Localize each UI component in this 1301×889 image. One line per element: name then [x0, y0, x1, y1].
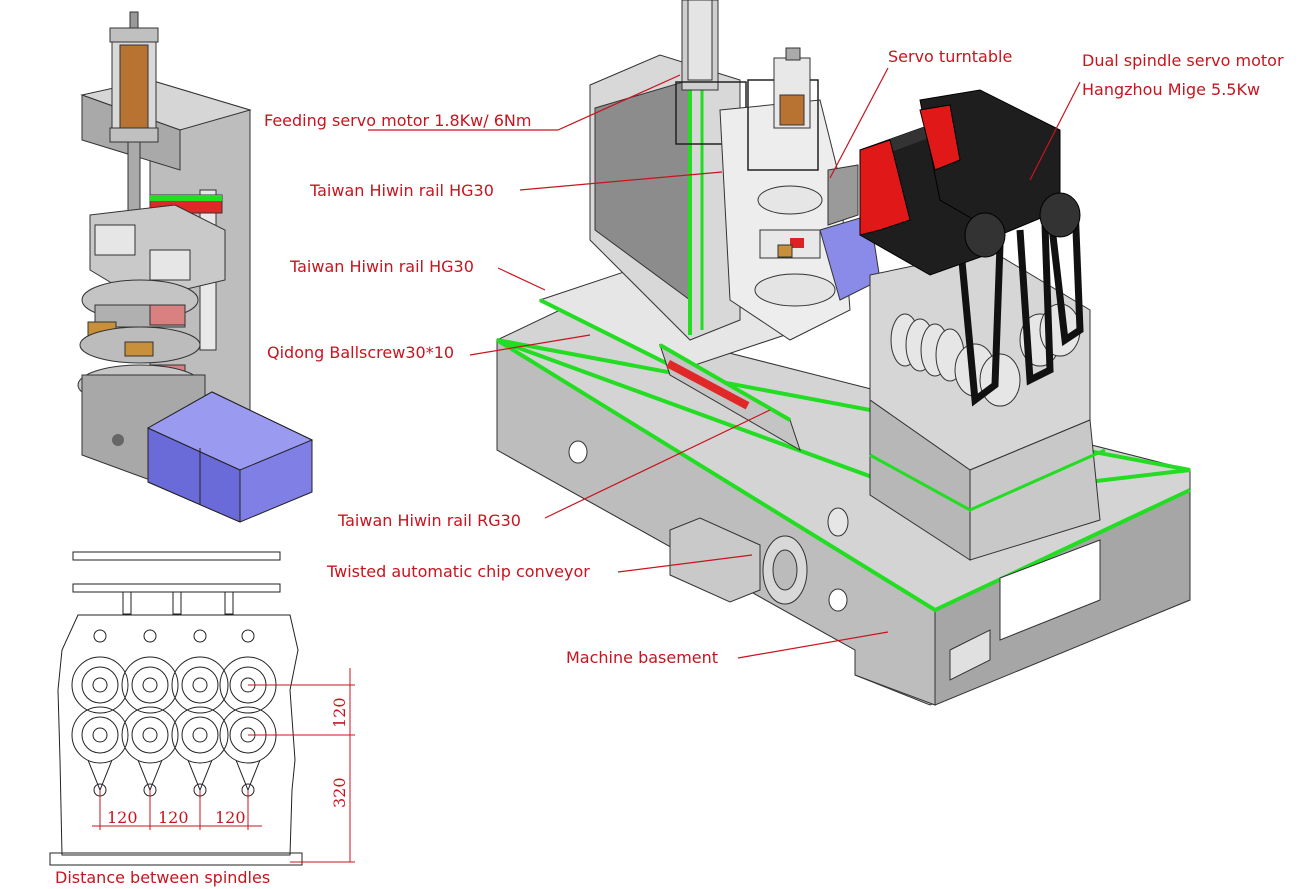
main-machine — [495, 0, 1191, 706]
label-hiwin-rail-hg30-lower: Taiwan Hiwin rail HG30 — [290, 257, 474, 276]
label-hiwin-rail-rg30: Taiwan Hiwin rail RG30 — [338, 511, 521, 530]
label-dual-spindle-servo-motor: Dual spindle servo motor — [1082, 51, 1284, 70]
dim-vertical-offset: 320 — [330, 777, 349, 808]
dim-horizontal-spacing-2: 120 — [158, 808, 189, 827]
label-hiwin-rail-hg30-upper: Taiwan Hiwin rail HG30 — [310, 181, 494, 200]
dim-horizontal-spacing-1: 120 — [107, 808, 138, 827]
dim-vertical-spacing: 120 — [330, 697, 349, 728]
label-machine-basement: Machine basement — [566, 648, 719, 667]
label-feeding-servo-motor: Feeding servo motor 1.8Kw/ 6Nm — [264, 111, 532, 130]
label-hangzhou-mige: Hangzhou Mige 5.5Kw — [1082, 80, 1261, 99]
label-chip-conveyor: Twisted automatic chip conveyor — [327, 562, 590, 581]
label-distance-between-spindles: Distance between spindles — [55, 868, 271, 887]
vertical-feed-unit — [77, 11, 314, 523]
label-qidong-ballscrew: Qidong Ballscrew30*10 — [267, 343, 455, 362]
label-servo-turntable: Servo turntable — [888, 47, 1013, 66]
spindle-layout-drawing — [49, 551, 355, 866]
leader-lines — [368, 67, 1081, 659]
dim-horizontal-spacing-3: 120 — [215, 808, 246, 827]
